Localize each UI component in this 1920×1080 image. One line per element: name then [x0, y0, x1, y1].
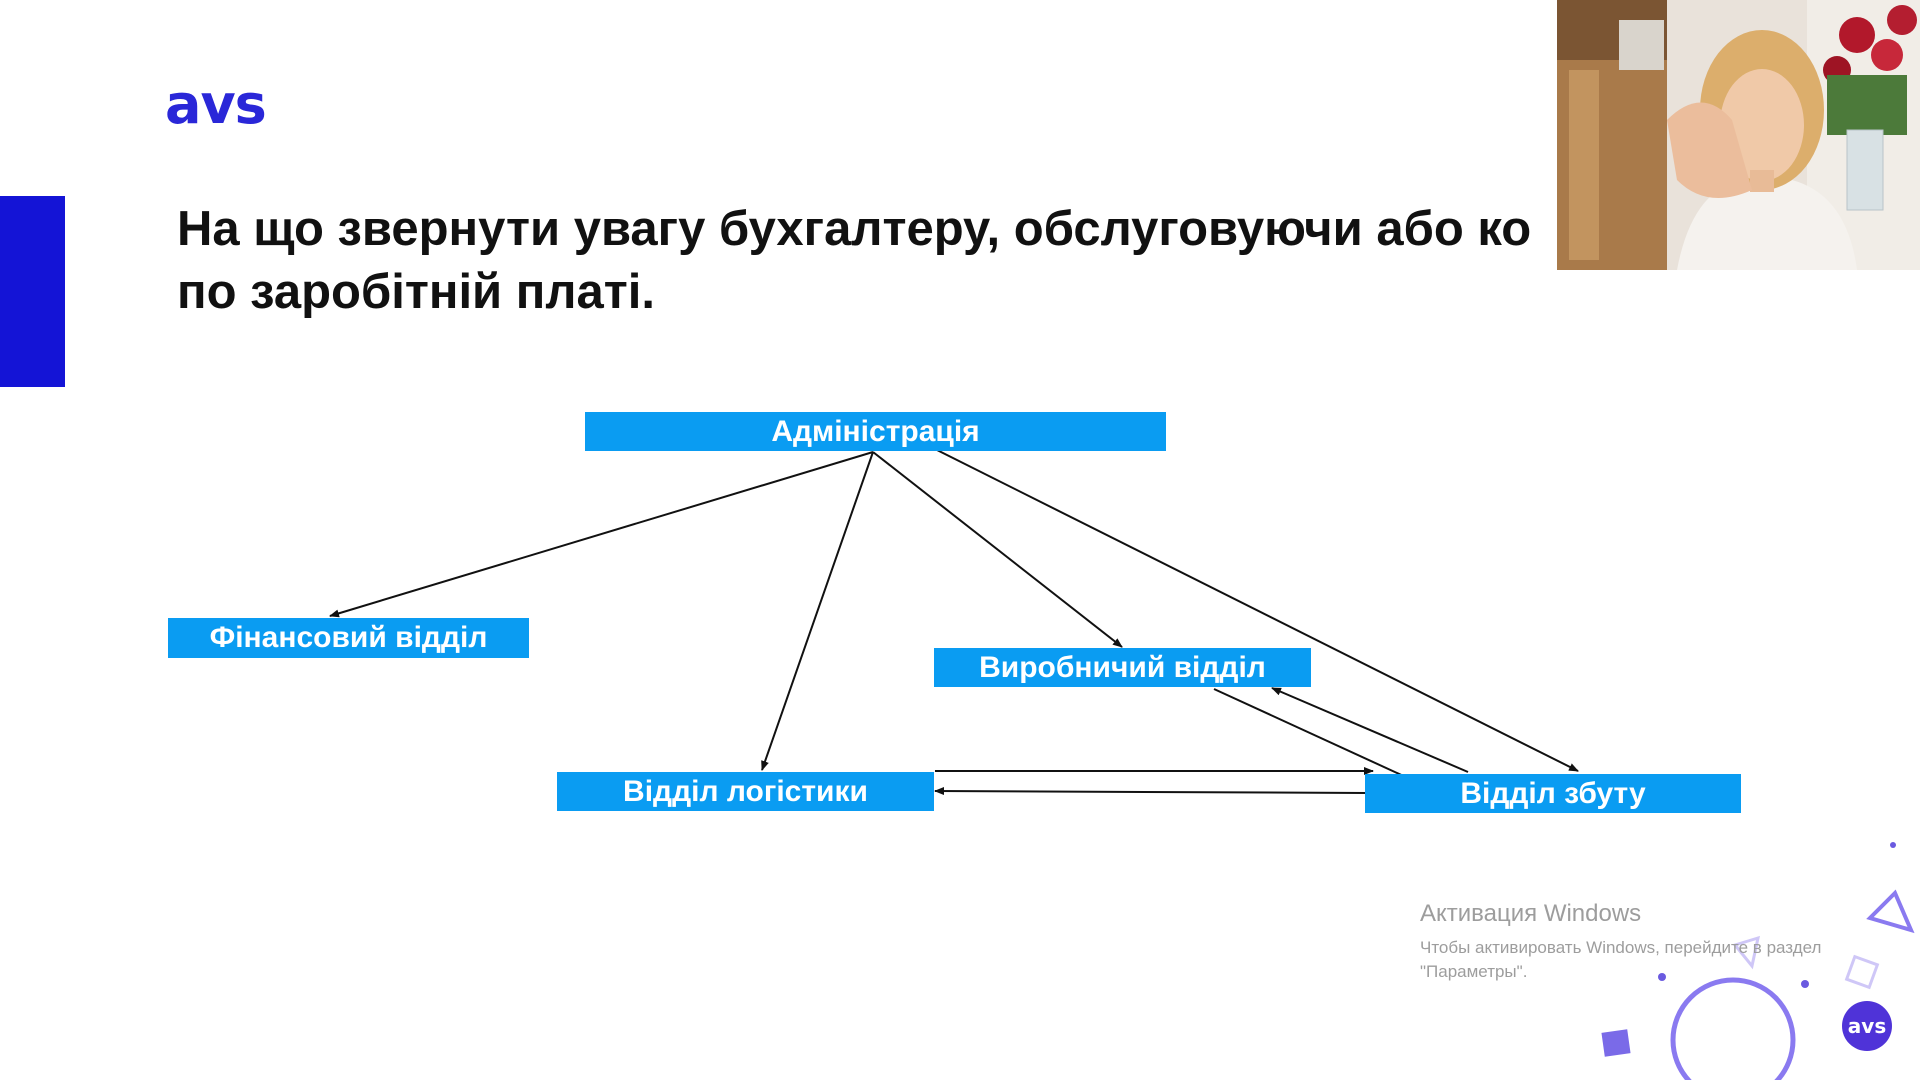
avs-badge-icon[interactable]: avs [1842, 1001, 1892, 1051]
activation-description-line-2: "Параметры". [1420, 962, 1528, 981]
slide-title-line-2: по заробітній платі. [177, 265, 655, 319]
arrow-admin-to-sales [934, 448, 1579, 772]
node-logistics: Відділ логістики [557, 772, 934, 811]
activation-title: Активация Windows [1420, 900, 1642, 927]
presenter-video-frame [1557, 0, 1920, 270]
accent-side-bar [0, 196, 65, 387]
node-sales: Відділ збуту [1365, 774, 1741, 813]
arrow-admin-to-production [872, 451, 1123, 648]
node-administration: Адміністрація [585, 412, 1166, 451]
arrow-admin-to-logistics [761, 451, 874, 771]
windows-activation-watermark: Активация Windows Чтобы активировать Win… [1420, 900, 1821, 984]
avs-logo: avs [165, 73, 267, 136]
arrow-admin-to-finance [329, 451, 874, 618]
node-production: Виробничий відділ [934, 648, 1311, 687]
slide-title: На що звернути увагу бухгалтеру, обслуго… [177, 198, 1597, 324]
slide-title-line-1: На що звернути увагу бухгалтеру, обслуго… [177, 202, 1532, 256]
arrow-sales-to-production [1271, 687, 1469, 773]
arrow-sales-to-logistics [934, 787, 1368, 796]
node-finance: Фінансовий відділ [168, 618, 529, 658]
activation-description-line-1: Чтобы активировать Windows, перейдите в … [1420, 938, 1822, 957]
presenter-webcam[interactable] [1557, 0, 1920, 270]
